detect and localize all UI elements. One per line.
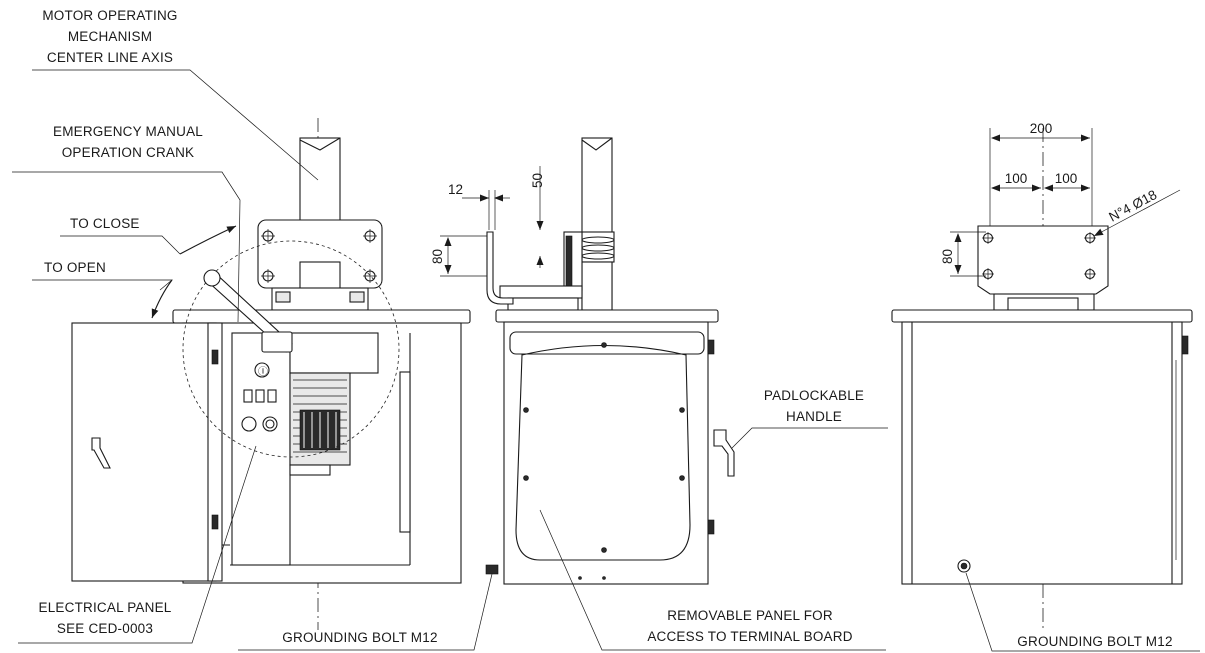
motor-axis-label-1: MOTOR OPERATING <box>42 8 177 23</box>
dim-50: 50 <box>530 173 545 188</box>
removable-panel-label-1: REMOVABLE PANEL FOR <box>667 608 833 623</box>
right-annotations: GROUNDING BOLT M12 <box>965 572 1200 652</box>
removable-panel-label-2: ACCESS TO TERMINAL BOARD <box>647 629 852 644</box>
dim-100-right: 100 <box>1055 171 1078 186</box>
power-indicator <box>254 362 270 378</box>
middle-annotations: PADLOCKABLE HANDLE REMOVABLE PANEL FOR A… <box>539 388 888 651</box>
side-cabinet-body <box>503 321 709 585</box>
open-cabinet-door <box>71 322 217 582</box>
padlockable-label-2: HANDLE <box>786 409 842 424</box>
motor-axis-label-3: CENTER LINE AXIS <box>47 50 173 65</box>
electrical-panel-label-2: SEE CED-0003 <box>57 621 153 636</box>
panel-switch-1 <box>243 389 253 403</box>
dim-80-side: 80 <box>430 249 445 264</box>
crank-rotation-circle <box>182 240 400 458</box>
rear-flange <box>977 225 1109 295</box>
rear-cabinet-body <box>901 321 1183 585</box>
panel-button-left <box>241 416 257 432</box>
motor-axis-label-2: MECHANISM <box>68 29 152 44</box>
crank-label-2: OPERATION CRANK <box>62 145 195 160</box>
side-view-closed: 12 50 80 <box>430 137 735 585</box>
side-bracket <box>486 231 514 305</box>
panel-switch-3 <box>267 389 277 403</box>
dim-80-rear: 80 <box>940 249 955 264</box>
padlockable-handle <box>713 429 735 477</box>
dim-200: 200 <box>1030 121 1053 136</box>
grounding-bolt-front-label: GROUNDING BOLT M12 <box>282 630 437 645</box>
rear-top-plate <box>891 309 1193 323</box>
crank-label-1: EMERGENCY MANUAL <box>53 124 203 139</box>
panel-button-right <box>262 416 278 432</box>
to-open-label: TO OPEN <box>44 260 106 275</box>
padlockable-label-1: PADLOCKABLE <box>764 388 864 403</box>
rear-view: 200 100 100 80 N°4 Ø18 <box>891 121 1193 630</box>
cabinet-top-plate <box>172 309 471 324</box>
side-top-plate <box>495 309 719 323</box>
grounding-bolt-side <box>957 559 971 573</box>
panel-switch-2 <box>255 389 265 403</box>
power-symbol: Ⓘ <box>258 366 268 378</box>
dim-12: 12 <box>448 182 463 197</box>
front-view-open-door: Ⓘ <box>71 118 499 630</box>
removable-panel <box>515 345 691 561</box>
left-annotations: MOTOR OPERATING MECHANISM CENTER LINE AX… <box>12 8 493 651</box>
dim-holes: N°4 Ø18 <box>1106 187 1159 225</box>
dim-100-left: 100 <box>1005 171 1028 186</box>
electrical-panel-plate <box>231 332 291 566</box>
electrical-panel-label-1: ELECTRICAL PANEL <box>39 600 172 615</box>
grounding-bolt-side-label: GROUNDING BOLT M12 <box>1017 634 1172 649</box>
to-close-label: TO CLOSE <box>70 216 140 231</box>
door-handle <box>91 437 111 469</box>
grounding-bolt-front <box>485 564 499 575</box>
